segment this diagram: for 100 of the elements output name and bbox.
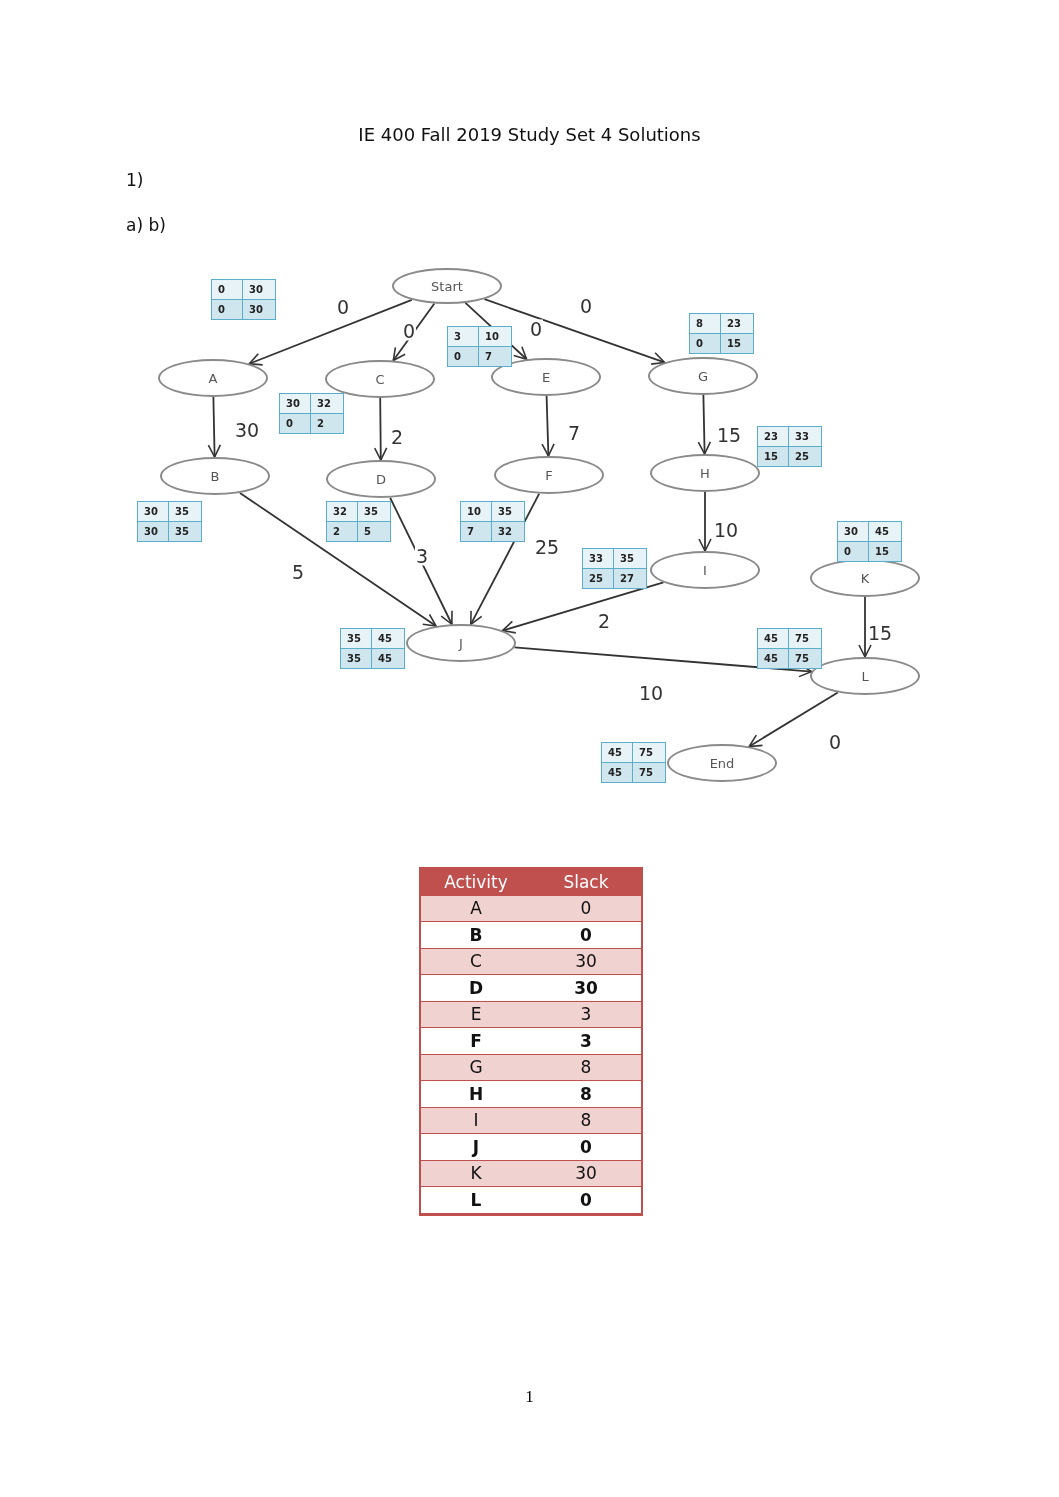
time-value: 33	[789, 427, 821, 446]
time-value: 7	[461, 522, 491, 541]
time-value: 0	[212, 280, 242, 299]
time-value: 35	[341, 649, 371, 668]
time-value: 8	[690, 314, 720, 333]
question-number: 1)	[126, 170, 144, 190]
edge-label: 7	[566, 423, 582, 443]
time-value: 2	[327, 522, 357, 541]
time-value: 35	[169, 522, 201, 541]
time-value: 2	[311, 414, 343, 433]
table-cell: A	[421, 895, 531, 922]
arrow	[207, 396, 222, 458]
edge-label: 30	[233, 420, 261, 440]
table-cell: I	[421, 1107, 531, 1134]
node-label: F	[545, 467, 553, 483]
time-value: 10	[461, 502, 491, 521]
arrow	[483, 298, 666, 365]
page-title: IE 400 Fall 2019 Study Set 4 Solutions	[357, 124, 702, 145]
node-label: Start	[431, 278, 463, 294]
time-value: 10	[479, 327, 511, 346]
activity-ellipse	[667, 744, 777, 782]
time-value: 15	[721, 334, 753, 353]
time-value: 30	[243, 280, 275, 299]
time-value: 0	[448, 347, 478, 366]
part-label: a) b)	[126, 215, 166, 235]
node-label: H	[700, 465, 710, 481]
time-value: 45	[869, 522, 901, 541]
time-value: 35	[341, 629, 371, 648]
time-value: 0	[690, 334, 720, 353]
activity-ellipse	[650, 454, 760, 492]
table-cell: G	[421, 1054, 531, 1081]
arrow	[239, 492, 437, 627]
node-label: D	[376, 471, 386, 487]
time-value: 32	[311, 394, 343, 413]
time-value: 45	[602, 763, 632, 782]
time-value: 0	[838, 542, 868, 561]
time-value: 75	[633, 763, 665, 782]
time-value: 35	[358, 502, 390, 521]
time-value: 15	[758, 447, 788, 466]
node-label: E	[541, 369, 551, 385]
edge-label: 25	[533, 537, 561, 557]
page-number: 1	[524, 1387, 535, 1407]
time-value: 30	[243, 300, 275, 319]
arrow	[697, 394, 712, 455]
time-value: 30	[138, 522, 168, 541]
time-value: 23	[721, 314, 753, 333]
time-value: 32	[492, 522, 524, 541]
table-cell: 0	[531, 895, 641, 922]
edge-label: 0	[401, 321, 417, 341]
time-value: 45	[602, 743, 632, 762]
table-cell: 30	[531, 1160, 641, 1187]
time-value: 75	[789, 649, 821, 668]
time-value: 35	[614, 549, 646, 568]
activity-ellipse	[650, 551, 760, 589]
time-value: 5	[358, 522, 390, 541]
arrow	[858, 596, 872, 658]
arrow	[541, 395, 555, 457]
arrow	[698, 491, 712, 552]
node-label: B	[210, 468, 220, 484]
node-label: G	[697, 368, 709, 384]
time-value: 25	[789, 447, 821, 466]
time-value: 32	[327, 502, 357, 521]
activity-ellipse	[406, 624, 516, 662]
node-label: L	[861, 668, 869, 684]
node-label: I	[703, 562, 707, 578]
table-cell: 8	[531, 1054, 641, 1081]
edge-label: 0	[528, 319, 544, 339]
table-cell: 8	[531, 1107, 641, 1134]
edge-label: 2	[389, 427, 405, 447]
time-value: 45	[372, 649, 404, 668]
edge-label: 0	[827, 732, 843, 752]
time-value: 45	[758, 649, 788, 668]
table-cell: E	[421, 1001, 531, 1028]
time-value: 75	[789, 629, 821, 648]
time-value: 30	[138, 502, 168, 521]
time-value: 0	[280, 414, 310, 433]
edge-label: 0	[578, 296, 594, 316]
time-value: 75	[633, 743, 665, 762]
time-value: 23	[758, 427, 788, 446]
time-value: 30	[280, 394, 310, 413]
arrow	[389, 496, 453, 626]
table-cell: K	[421, 1160, 531, 1187]
time-value: 15	[869, 542, 901, 561]
edge-label: 5	[290, 562, 306, 582]
edge-label: 3	[414, 546, 430, 566]
time-value: 25	[583, 569, 613, 588]
arrow	[248, 298, 413, 366]
node-label: A	[208, 370, 218, 386]
arrow	[373, 397, 388, 461]
column-header: Activity	[421, 869, 531, 896]
time-value: 45	[372, 629, 404, 648]
time-value: 0	[212, 300, 242, 319]
table-cell: C	[421, 948, 531, 975]
node-label: K	[860, 570, 870, 586]
time-value: 7	[479, 347, 511, 366]
time-value: 3	[448, 327, 478, 346]
node-label: J	[459, 635, 463, 651]
edge-label: 2	[596, 611, 612, 631]
node-label: C	[375, 371, 385, 387]
column-header: Slack	[531, 869, 641, 896]
